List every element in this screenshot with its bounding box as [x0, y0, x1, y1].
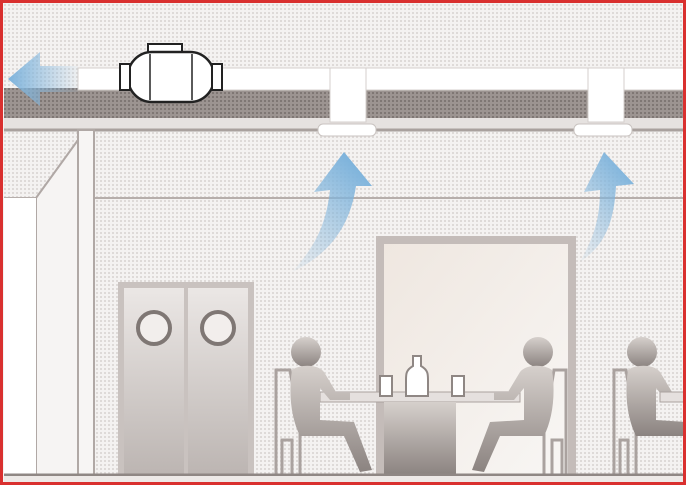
person-icon — [612, 337, 686, 477]
side-wall — [35, 136, 79, 476]
airflow-arrow-icon — [580, 152, 634, 262]
ceiling-vent-icon — [573, 123, 633, 137]
support-column — [77, 129, 95, 476]
airflow-arrow-icon — [292, 152, 372, 272]
exhaust-arrow-icon — [8, 52, 78, 106]
window-icon — [136, 310, 172, 346]
glass-icon — [451, 375, 465, 397]
table-icon — [659, 391, 686, 403]
double-door-icon — [118, 282, 254, 475]
bottle-icon — [405, 355, 429, 397]
inline-duct-fan-icon — [119, 43, 223, 104]
glass-icon — [379, 375, 393, 397]
ceiling-vent-icon — [317, 123, 377, 137]
window-icon — [200, 310, 236, 346]
